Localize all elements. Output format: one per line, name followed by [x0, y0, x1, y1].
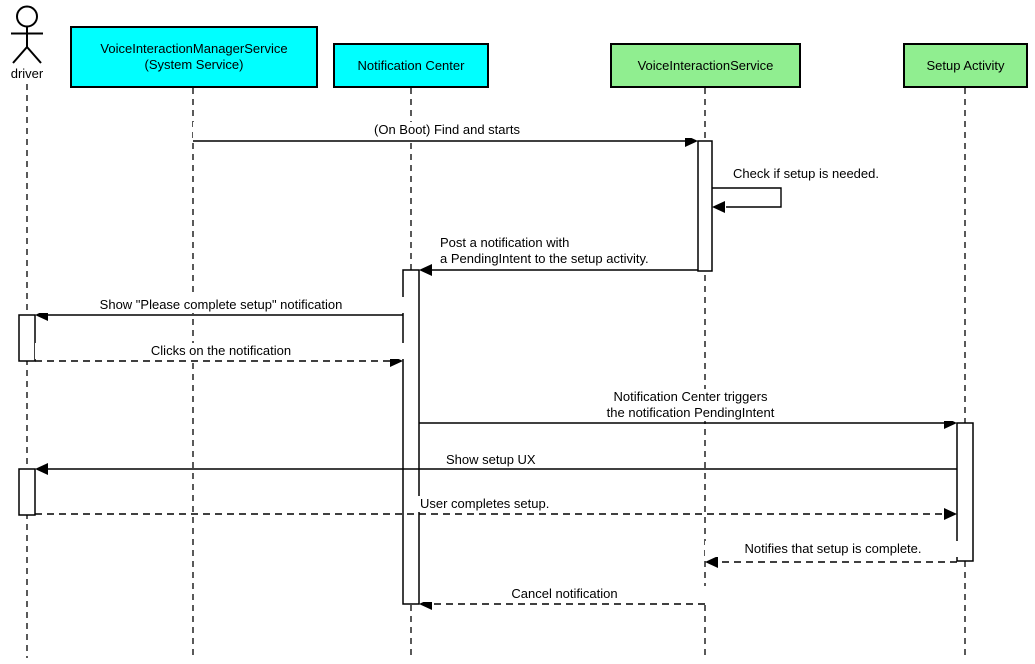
actor-figure-icon: [11, 5, 43, 64]
message-arrow-post-notification: [419, 264, 698, 276]
message-label-triggers-pending-intent: Notification Center triggers the notific…: [420, 389, 961, 421]
arrowhead-icon: [705, 556, 718, 568]
message-arrow-show-setup-ux: [35, 463, 957, 475]
message-label-post-notification: Post a notification with a PendingIntent…: [438, 235, 651, 267]
participant-driver-label: driver: [10, 66, 44, 81]
participant-voice-interaction-service: VoiceInteractionService: [610, 43, 801, 88]
arrow-shaft: [712, 187, 782, 208]
activation-bar-voice-interaction-service: [697, 140, 713, 272]
participant-voice-interaction-manager-service: VoiceInteractionManagerService (System S…: [70, 26, 318, 88]
message-arrow-check-if-setup-is-needed: [712, 187, 782, 213]
arrowhead-icon: [712, 201, 725, 213]
message-label-show-setup-ux: Show setup UX: [444, 452, 538, 468]
message-label-show-setup-notification: Show "Please complete setup" notificatio…: [35, 297, 407, 313]
actor-head: [16, 5, 38, 28]
arrowhead-icon: [944, 508, 957, 520]
activation-bar-driver-1: [18, 314, 36, 362]
activation-bar-setup-activity: [956, 422, 974, 562]
message-arrow-notifies-setup-complete: [705, 556, 957, 568]
actor-leg-left: [12, 46, 28, 64]
message-label-clicks-on-notification: Clicks on the notification: [35, 343, 407, 359]
participant-notification-center: Notification Center: [333, 43, 489, 88]
message-label-user-completes-setup: User completes setup.: [418, 496, 552, 512]
participant-setup-activity: Setup Activity: [903, 43, 1028, 88]
activation-bar-driver-2: [18, 468, 36, 516]
arrowhead-icon: [419, 264, 432, 276]
arrowhead-icon: [685, 135, 698, 147]
message-label-cancel-notification: Cancel notification: [420, 586, 709, 602]
activation-bar-notification-center: [402, 269, 420, 605]
message-arrow-user-completes-setup: [35, 508, 957, 520]
arrowhead-icon: [35, 463, 48, 475]
message-arrow-on-boot-find-and-starts: [193, 135, 698, 147]
message-label-check-if-setup-needed: Check if setup is needed.: [731, 166, 881, 182]
message-label-notifies-setup-complete: Notifies that setup is complete.: [705, 541, 961, 557]
actor-leg-right: [26, 46, 42, 64]
message-label-on-boot-find-and-starts: (On Boot) Find and starts: [193, 122, 701, 138]
